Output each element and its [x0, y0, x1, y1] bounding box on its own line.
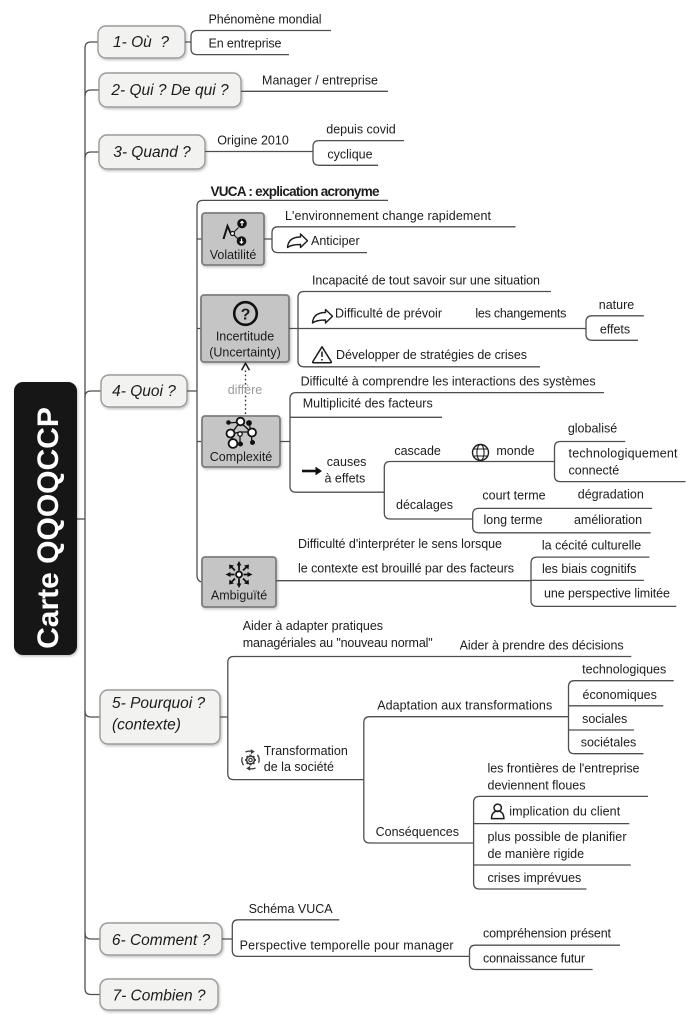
svg-text:les frontières de l'entreprise: les frontières de l'entreprise — [488, 761, 640, 775]
svg-text:Incertitude: Incertitude — [216, 330, 274, 344]
svg-text:effets: effets — [600, 322, 630, 336]
svg-text:Phénomène mondial: Phénomène mondial — [209, 13, 322, 27]
svg-text:Anticiper: Anticiper — [311, 234, 360, 248]
svg-text:une perspective limitée: une perspective limitée — [544, 587, 670, 601]
svg-text:3- Quand ?: 3- Quand ? — [113, 144, 191, 161]
svg-text:7- Combien ?: 7- Combien ? — [112, 988, 205, 1005]
svg-text:?: ? — [241, 307, 251, 324]
svg-text:Manager / entreprise: Manager / entreprise — [262, 73, 378, 87]
svg-text:diffère: diffère — [228, 383, 263, 397]
svg-text:Multiplicité des facteurs: Multiplicité des facteurs — [303, 397, 433, 411]
svg-text:Difficulté d'interpréter le se: Difficulté d'interpréter le sens lorsque — [298, 537, 502, 551]
svg-text:Aider à adapter pratiques: Aider à adapter pratiques — [243, 619, 383, 633]
svg-text:technologiques: technologiques — [582, 663, 666, 677]
svg-text:de manière rigide: de manière rigide — [488, 847, 585, 861]
svg-text:causes: causes — [327, 455, 367, 469]
svg-text:1- Où ?: 1- Où ? — [113, 34, 169, 51]
svg-text:Difficulté à comprendre les in: Difficulté à comprendre les interactions… — [301, 375, 596, 389]
svg-text:la cécité culturelle: la cécité culturelle — [542, 539, 641, 553]
svg-text:Ambiguïté: Ambiguïté — [211, 589, 267, 603]
svg-text:connecté: connecté — [569, 464, 620, 478]
svg-text:Aider à prendre des décisions: Aider à prendre des décisions — [460, 639, 624, 653]
svg-text:à effets: à effets — [325, 472, 366, 486]
svg-text:Carte QQOQCCP: Carte QQOQCCP — [32, 407, 65, 649]
svg-text:Difficulté de prévoir: Difficulté de prévoir — [335, 307, 442, 321]
svg-text:Transformation: Transformation — [264, 744, 348, 758]
svg-text:Perspective temporelle pour ma: Perspective temporelle pour manager — [240, 938, 454, 952]
svg-text:implication du client: implication du client — [509, 805, 621, 819]
svg-text:plus possible de planifier: plus possible de planifier — [488, 830, 627, 844]
svg-text:nature: nature — [599, 298, 634, 312]
svg-text:monde: monde — [496, 444, 534, 458]
svg-text:crises imprévues: crises imprévues — [488, 871, 582, 885]
svg-text:connaissance futur: connaissance futur — [483, 952, 585, 966]
svg-text:depuis covid: depuis covid — [326, 123, 396, 137]
svg-text:4- Quoi ?: 4- Quoi ? — [112, 383, 176, 400]
svg-text:(Uncertainty): (Uncertainty) — [209, 346, 281, 360]
svg-text:managériales au "nouveau norma: managériales au "nouveau normal" — [243, 636, 433, 650]
svg-text:économiques: économiques — [583, 688, 657, 702]
svg-text:cyclique: cyclique — [327, 147, 372, 161]
svg-text:sociales: sociales — [582, 712, 627, 726]
svg-text:long terme: long terme — [483, 513, 542, 527]
svg-text:court terme: court terme — [482, 489, 545, 503]
svg-text:Origine 2010: Origine 2010 — [217, 134, 289, 148]
svg-text:(contexte): (contexte) — [112, 717, 181, 734]
svg-text:décalages: décalages — [396, 498, 453, 512]
svg-text:deviennent floues: deviennent floues — [488, 778, 586, 792]
svg-text:sociétales: sociétales — [581, 736, 637, 750]
svg-text:L'environnement change rapidem: L'environnement change rapidement — [285, 209, 492, 223]
svg-text:Adaptation aux transformations: Adaptation aux transformations — [377, 699, 552, 713]
svg-text:dégradation: dégradation — [578, 488, 644, 502]
svg-text:Schéma VUCA: Schéma VUCA — [249, 902, 334, 916]
svg-text:Conséquences: Conséquences — [376, 825, 459, 839]
svg-text:les changements: les changements — [475, 307, 566, 321]
svg-text:2- Qui ? De qui ?: 2- Qui ? De qui ? — [110, 82, 229, 99]
svg-text:Complexité: Complexité — [210, 450, 273, 464]
svg-text:amélioration: amélioration — [574, 513, 642, 527]
svg-text:le contexte est brouillé par d: le contexte est brouillé par des facteur… — [298, 562, 514, 576]
svg-text:globalisé: globalisé — [568, 422, 617, 436]
svg-text:les biais cognitifs: les biais cognitifs — [542, 562, 637, 576]
svg-text:Volatilité: Volatilité — [210, 248, 257, 262]
svg-text:de la société: de la société — [264, 760, 334, 774]
svg-text:Incapacité de tout savoir sur: Incapacité de tout savoir sur une situat… — [312, 274, 540, 288]
svg-text:5- Pourquoi ?: 5- Pourquoi ? — [112, 695, 205, 712]
svg-text:En entreprise: En entreprise — [209, 37, 282, 51]
svg-text:6- Comment ?: 6- Comment ? — [112, 932, 211, 949]
svg-text:cascade: cascade — [394, 444, 441, 458]
svg-text:technologiquement: technologiquement — [569, 447, 679, 461]
svg-text:compréhension présent: compréhension présent — [483, 927, 612, 941]
svg-text:Développer de stratégies de cr: Développer de stratégies de crises — [336, 348, 527, 362]
svg-text:VUCA : explication acronyme: VUCA : explication acronyme — [211, 184, 380, 199]
